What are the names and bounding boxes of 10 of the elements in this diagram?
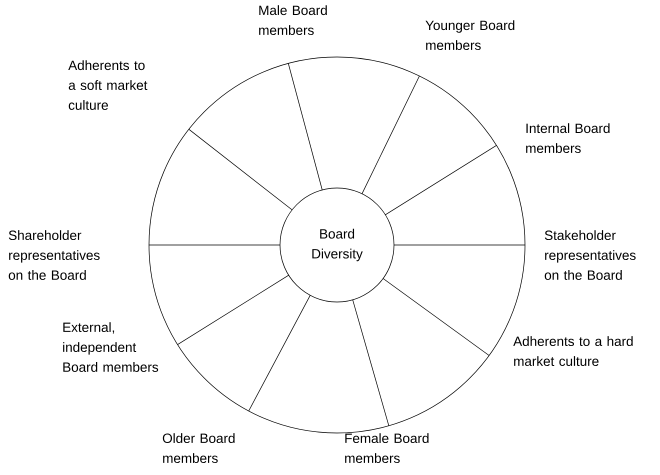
sector-label: Stakeholder representatives on the Board (544, 230, 636, 280)
sector-label: Adherents to a hard market culture (513, 336, 633, 366)
sector-label: Younger Board members (426, 20, 514, 50)
sector-label: Internal Board members (526, 123, 610, 153)
sector-label: Male Board members (259, 5, 327, 35)
sector-label: Shareholder representatives on the Board (8, 230, 100, 280)
sector-label: External, independent Board members (63, 322, 158, 372)
sector-label: Female Board members (345, 433, 429, 463)
sector-label: Older Board members (162, 433, 235, 463)
sector-label: Adherents to a soft market culture (68, 60, 148, 110)
